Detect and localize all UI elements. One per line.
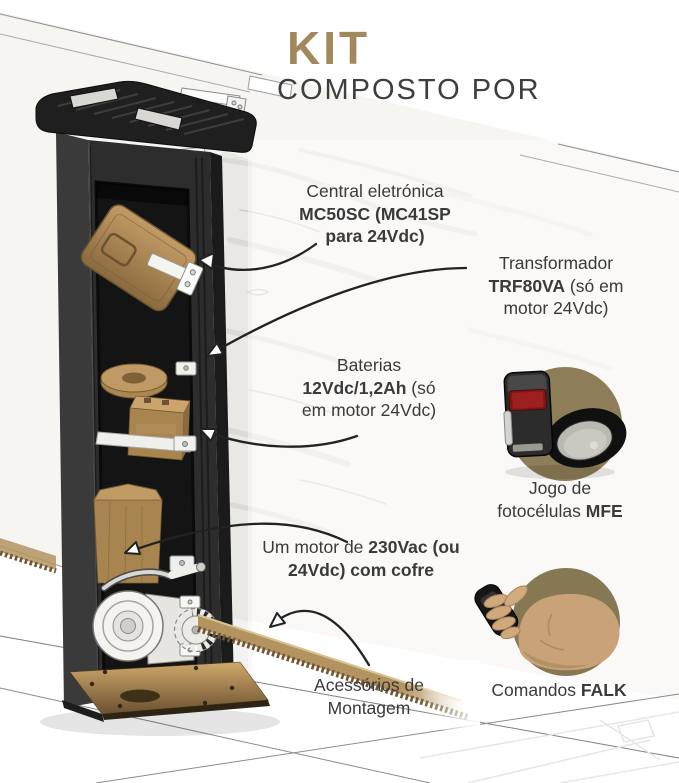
arrow-transformador (206, 266, 468, 357)
label-line: motor 24Vdc) (503, 298, 609, 318)
label-comandos: Comandos FALK (460, 679, 658, 702)
label-line: Transformador (498, 253, 614, 273)
callout-arrows (124, 242, 468, 667)
motor (92, 590, 219, 665)
label-line: 24Vdc) com cofre (288, 559, 434, 580)
post-cap (35, 80, 257, 153)
page-title: KIT (287, 22, 371, 74)
label-line: (só (406, 377, 436, 398)
hand-arm (518, 593, 620, 671)
label-line: MC50SC (MC41SP (299, 203, 451, 224)
label-line: MFE (585, 500, 623, 521)
arrow-baterias (199, 428, 359, 448)
photocells-photo (503, 367, 627, 481)
page-subtitle: COMPOSTO POR (277, 74, 541, 106)
label-acessorios: Acessórios de Montagem (280, 674, 458, 719)
gate-post (35, 80, 270, 722)
label-line: (só em (565, 275, 624, 296)
shelf-bracket (95, 431, 193, 453)
label-line: TRF80VA (488, 275, 566, 296)
cap-lamp-lens (69, 87, 119, 109)
label-line: 12Vdc/1,2Ah (302, 377, 407, 398)
control-unit-bracket (146, 253, 204, 296)
label-fotocelulas: Jogo de fotocélulas MFE (463, 477, 657, 522)
capacitor-cofre (93, 483, 163, 584)
rack-left-stub (0, 538, 57, 574)
label-line: em motor 24Vdc) (301, 400, 437, 420)
remote-photo (474, 568, 620, 676)
label-line: Um motor de (262, 537, 369, 557)
base-plate (62, 661, 270, 722)
release-lever (100, 562, 206, 592)
transformer (100, 363, 168, 399)
label-line: Comandos (491, 680, 581, 700)
wall-clips (169, 361, 197, 572)
cap-lamp-lens-front (134, 107, 183, 131)
arrow-motor (124, 522, 349, 555)
thumb (504, 585, 528, 607)
label-transformador: Transformador TRF80VA (só em motor 24Vdc… (456, 252, 656, 320)
control-unit (80, 204, 204, 312)
label-line: Baterias (336, 355, 402, 375)
label-motor: Um motor de 230Vac (ou 24Vdc) com cofre (250, 536, 472, 581)
photocell-ring (545, 408, 627, 468)
label-line: fotocélulas (497, 500, 586, 521)
label-line: Montagem (327, 697, 411, 718)
label-line: FALK (580, 680, 627, 700)
label-baterias: Baterias 12Vdc/1,2Ah (só em motor 24Vdc) (270, 354, 468, 422)
label-line: Jogo de (528, 478, 592, 498)
label-line: para 24Vdc) (325, 226, 425, 246)
arrow-acessorios (269, 609, 371, 667)
label-line: 230Vac (ou (368, 537, 460, 557)
label-line: Acessórios de (314, 675, 424, 695)
blueprint-sketch (419, 711, 679, 783)
label-central-eletronica: Central eletrónica MC50SC (MC41SP para 2… (278, 180, 472, 248)
arrow-central (198, 242, 318, 271)
photocell-box (503, 370, 554, 458)
label-line: Central eletrónica (306, 181, 444, 201)
rack (197, 614, 480, 730)
